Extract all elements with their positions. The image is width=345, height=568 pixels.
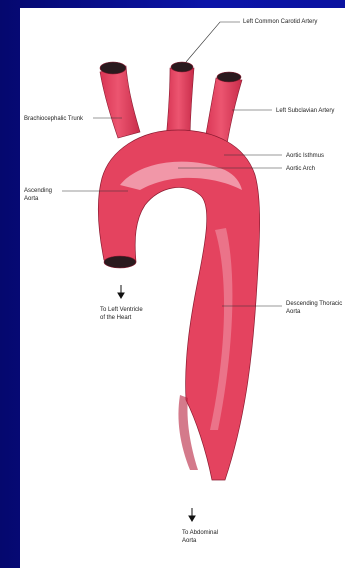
left-common-carotid-artery bbox=[166, 68, 194, 140]
label-aortic-isthmus: Aortic Isthmus bbox=[286, 153, 324, 159]
label-brachiocephalic-trunk: Brachiocephalic Trunk bbox=[24, 116, 84, 122]
down-arrow-icon bbox=[118, 285, 124, 298]
carotid-opening-icon bbox=[171, 62, 193, 72]
subclavian-opening-icon bbox=[217, 72, 241, 82]
label-left-ventricle-2: of the Heart bbox=[100, 315, 132, 321]
label-aortic-arch: Aortic Arch bbox=[286, 166, 315, 172]
label-left-subclavian: Left Subclavian Artery bbox=[276, 108, 334, 114]
label-ascending-aorta-2: Aorta bbox=[24, 196, 39, 202]
down-arrow-icon bbox=[189, 508, 195, 521]
label-ascending-aorta-1: Ascending bbox=[24, 188, 52, 194]
brachiocephalic-trunk bbox=[100, 66, 140, 138]
label-left-ventricle-1: To Left Ventricle bbox=[100, 307, 143, 313]
ascending-opening-icon bbox=[104, 256, 136, 268]
label-abdominal-aorta-2: Aorta bbox=[182, 538, 197, 544]
brachiocephalic-opening-icon bbox=[100, 62, 126, 74]
label-descending-thoracic-2: Aorta bbox=[286, 309, 301, 315]
label-descending-thoracic-1: Descending Thoracic bbox=[286, 301, 342, 307]
aortic-arch bbox=[98, 130, 259, 480]
label-abdominal-aorta-1: To Abdominal bbox=[182, 530, 218, 536]
label-left-common-carotid: Left Common Carotid Artery bbox=[243, 19, 317, 25]
